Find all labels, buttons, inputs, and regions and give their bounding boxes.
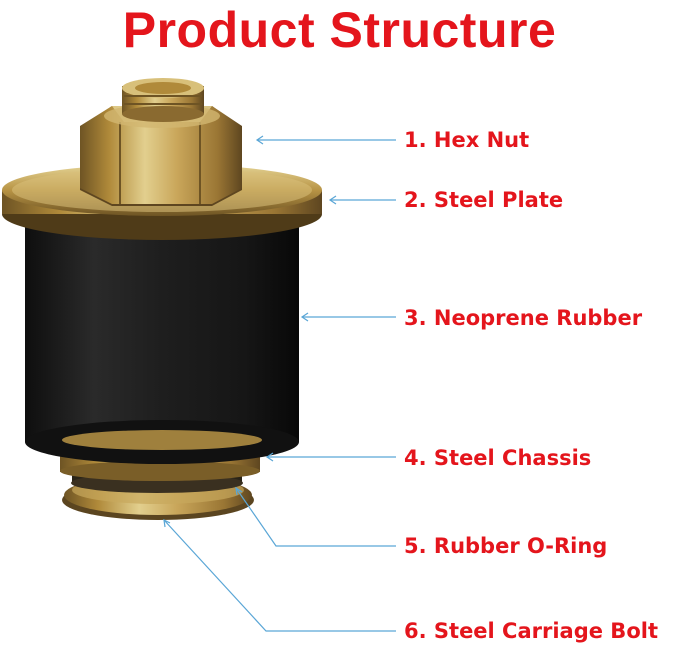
- leader-arrowhead-chassis: [265, 452, 274, 462]
- label-carriage-bolt: 6. Steel Carriage Bolt: [404, 619, 658, 643]
- leader-arrowhead-rubber: [300, 312, 309, 322]
- bolt-thread-icon: [122, 78, 204, 122]
- label-hex-nut: 1. Hex Nut: [404, 128, 530, 152]
- label-neoprene-rubber: 3. Neoprene Rubber: [404, 306, 643, 330]
- page-title: Product Structure: [122, 2, 557, 58]
- leader-arrowhead-steel-plate: [328, 195, 337, 205]
- label-steel-plate: 2. Steel Plate: [404, 188, 564, 212]
- label-rubber-o-ring: 5. Rubber O-Ring: [404, 534, 608, 558]
- leader-arrowhead-o-ring: [235, 486, 243, 496]
- leader-arrowhead-carriage-bolt: [163, 518, 171, 528]
- leader-arrowhead-hex-nut: [255, 135, 264, 145]
- leader-lines: [163, 135, 396, 632]
- leader-line-o-ring: [235, 487, 396, 547]
- label-steel-chassis: 4. Steel Chassis: [404, 446, 592, 470]
- leader-line-carriage-bolt: [163, 519, 396, 632]
- rubber-body-icon: [25, 212, 299, 464]
